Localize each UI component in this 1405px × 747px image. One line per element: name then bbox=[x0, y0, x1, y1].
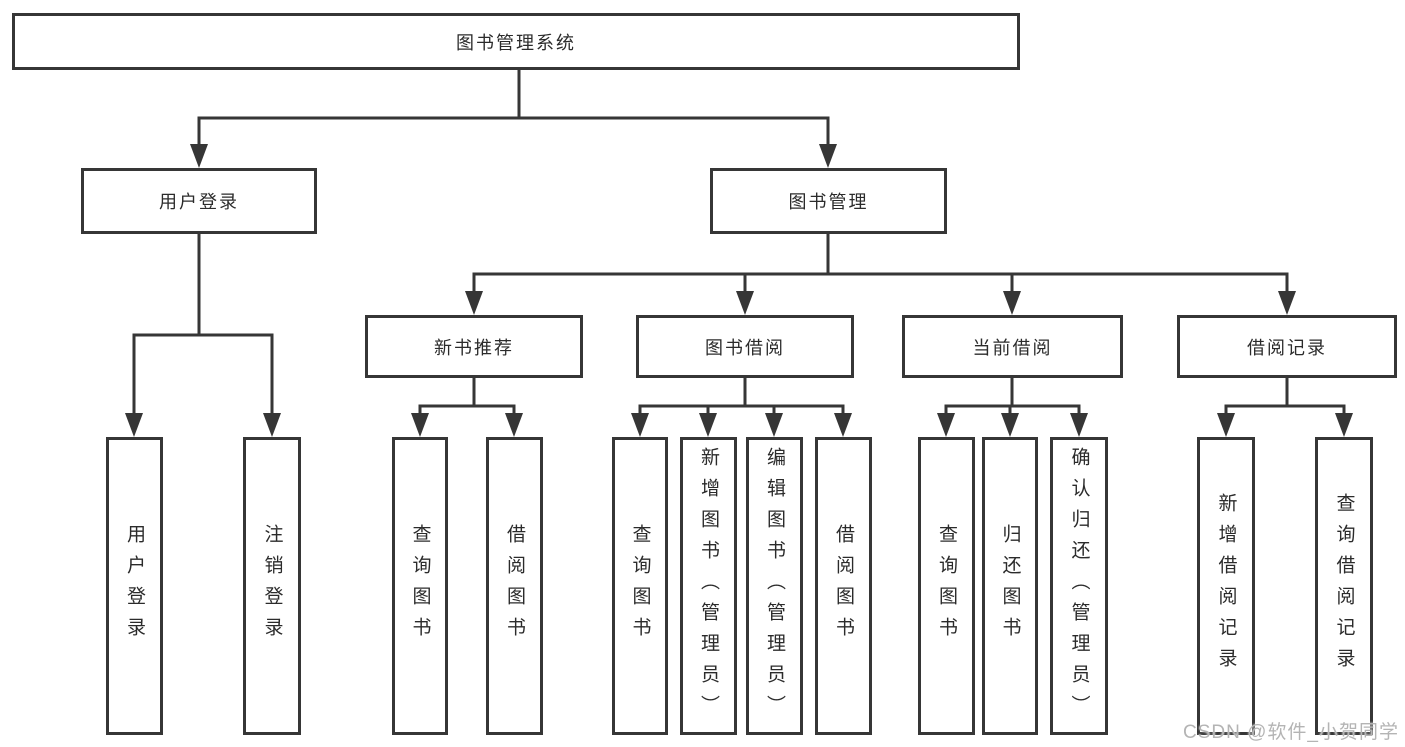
leaf-add-books-admin: 新增图书（管理员） bbox=[680, 437, 737, 735]
leaf-borrow-books: 借阅图书 bbox=[815, 437, 872, 735]
watermark: CSDN @软件_小贺同学 bbox=[1183, 722, 1399, 743]
node-user-login: 用户登录 bbox=[81, 168, 317, 234]
node-book-management: 图书管理 bbox=[710, 168, 947, 234]
leaf-logout-login: 注销登录 bbox=[243, 437, 301, 735]
leaf-query-books-current: 查询图书 bbox=[918, 437, 975, 735]
leaf-confirm-return-admin: 确认归还（管理员） bbox=[1050, 437, 1108, 735]
node-label: 新增借阅记录 bbox=[1215, 493, 1237, 679]
leaf-user-login: 用户登录 bbox=[106, 437, 163, 735]
node-label: 图书管理系统 bbox=[456, 32, 576, 53]
leaf-query-books-borrow: 查询图书 bbox=[612, 437, 668, 735]
node-borrow-record: 借阅记录 bbox=[1177, 315, 1397, 378]
node-label: 借阅记录 bbox=[1247, 337, 1327, 358]
leaf-edit-books-admin: 编辑图书（管理员） bbox=[746, 437, 803, 735]
leaf-add-borrow-record: 新增借阅记录 bbox=[1197, 437, 1255, 735]
node-label: 当前借阅 bbox=[972, 337, 1053, 358]
leaf-borrow-books-recommend: 借阅图书 bbox=[486, 437, 543, 735]
node-label: 新增图书（管理员） bbox=[698, 446, 719, 726]
node-label: 查询图书 bbox=[936, 524, 957, 648]
node-root: 图书管理系统 bbox=[12, 13, 1020, 70]
node-label: 用户登录 bbox=[159, 192, 239, 212]
node-label: 确认归还（管理员） bbox=[1068, 446, 1090, 726]
leaf-query-books-recommend: 查询图书 bbox=[392, 437, 448, 735]
node-label: 借阅图书 bbox=[833, 524, 854, 648]
node-new-book-recommend: 新书推荐 bbox=[365, 315, 583, 378]
node-label: 注销登录 bbox=[261, 524, 283, 648]
node-label: 查询图书 bbox=[629, 524, 651, 648]
node-label: 查询借阅记录 bbox=[1333, 493, 1355, 679]
node-label: 用户登录 bbox=[124, 524, 145, 648]
leaf-query-borrow-record: 查询借阅记录 bbox=[1315, 437, 1373, 735]
node-label: 图书借阅 bbox=[705, 337, 785, 358]
node-label: 归还图书 bbox=[999, 524, 1021, 648]
node-label: 借阅图书 bbox=[504, 524, 525, 648]
leaf-return-books: 归还图书 bbox=[982, 437, 1038, 735]
node-current-borrow: 当前借阅 bbox=[902, 315, 1123, 378]
node-label: 新书推荐 bbox=[434, 337, 514, 358]
node-label: 编辑图书（管理员） bbox=[764, 446, 785, 726]
node-label: 查询图书 bbox=[409, 524, 431, 648]
node-book-borrow: 图书借阅 bbox=[636, 315, 854, 378]
node-label: 图书管理 bbox=[788, 192, 869, 212]
